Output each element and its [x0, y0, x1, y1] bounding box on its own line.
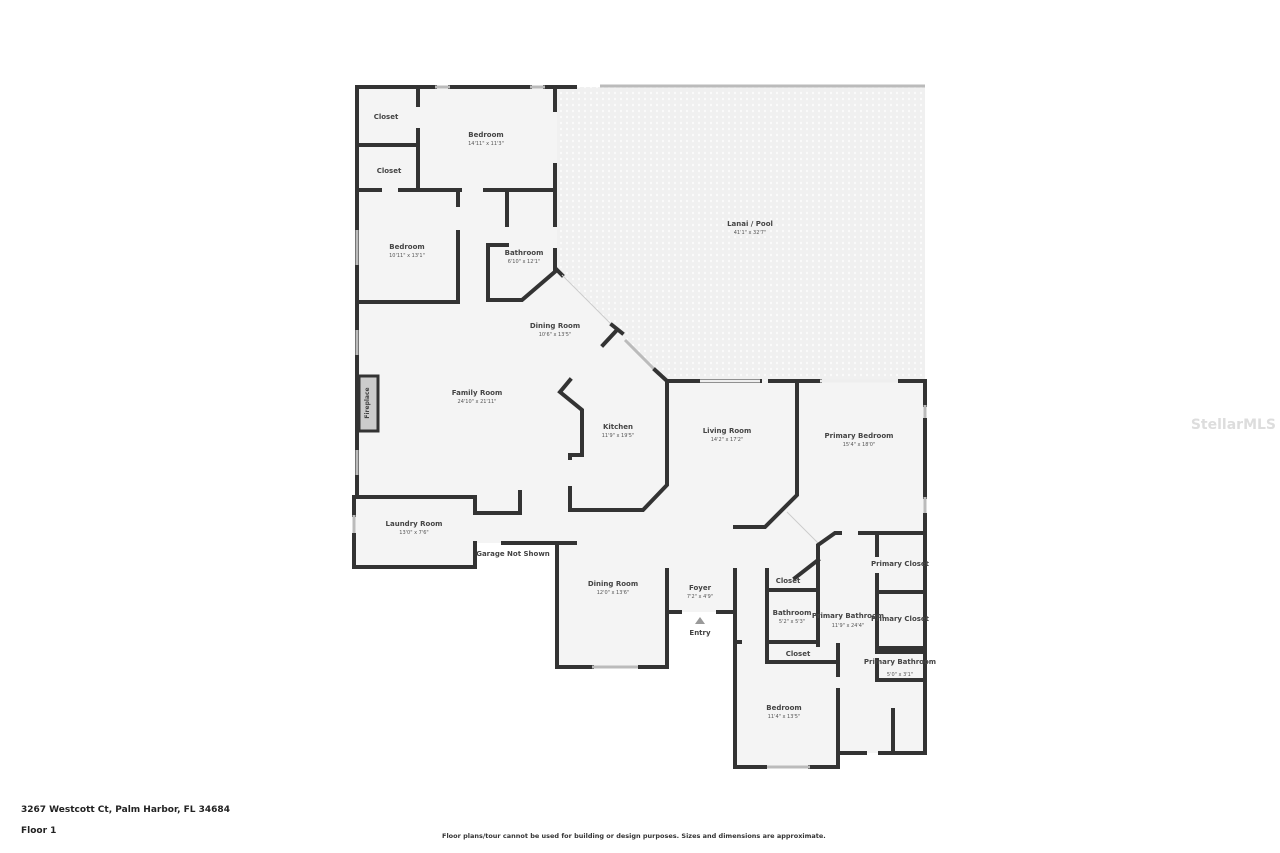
room-name: Bathroom	[505, 249, 544, 257]
fireplace-label: Fireplace	[364, 387, 371, 418]
room-name: Primary Bathroom	[812, 612, 884, 620]
interior-floor	[354, 87, 925, 767]
room-name: Closet	[786, 650, 811, 658]
watermark: StellarMLS	[1190, 417, 1276, 433]
room-dims: 13'0" x 7'6"	[399, 530, 428, 536]
room-dims: 6'10" x 12'1"	[508, 259, 541, 265]
disclaimer: Floor plans/tour cannot be used for buil…	[442, 832, 826, 840]
room-dims: 5'0" x 3'1"	[887, 672, 913, 678]
room-name: Laundry Room	[386, 520, 443, 528]
room-labels: Closet Closet Bedroom 14'11" x 11'3" Bed…	[364, 113, 936, 720]
room-name: Bathroom	[773, 609, 812, 617]
room-name: Dining Room	[530, 322, 580, 330]
room-name: Foyer	[689, 584, 712, 592]
walls	[352, 84, 927, 769]
room-name: Family Room	[452, 389, 503, 397]
room-name: Lanai / Pool	[727, 220, 773, 228]
room-name: Dining Room	[588, 580, 638, 588]
room-name: Primary Bathroom	[864, 658, 936, 666]
room-dims: 12'0" x 13'6"	[597, 590, 630, 596]
room-dims: 5'2" x 5'3"	[779, 619, 805, 625]
fireplace	[357, 374, 380, 433]
room-dims: 10'6" x 13'5"	[539, 332, 572, 338]
room-name: Kitchen	[603, 423, 633, 431]
room-name: Primary Closet	[871, 615, 930, 623]
room-name: Primary Closet	[871, 560, 930, 568]
room-name: Primary Bedroom	[825, 432, 894, 440]
room-dims: 11'9" x 19'5"	[602, 433, 635, 439]
garage-label: Garage Not Shown	[476, 550, 550, 558]
room-name: Bedroom	[389, 243, 424, 251]
room-dims: 10'11" x 13'1"	[389, 253, 425, 259]
room-name: Living Room	[703, 427, 752, 435]
entry-arrow-icon	[695, 617, 705, 624]
room-dims: 11'4" x 13'5"	[768, 714, 801, 720]
room-dims: 14'2" x 17'2"	[711, 437, 744, 443]
address: 3267 Westcott Ct, Palm Harbor, FL 34684	[21, 805, 230, 815]
room-dims: 15'4" x 18'0"	[843, 442, 876, 448]
room-name: Bedroom	[468, 131, 503, 139]
room-dims: 14'11" x 11'3"	[468, 141, 504, 147]
entry-label: Entry	[689, 629, 711, 637]
room-dims: 24'10" x 21'11"	[458, 399, 497, 405]
floor-label: Floor 1	[21, 826, 57, 836]
lanai-pool-area	[557, 87, 925, 381]
room-name: Closet	[374, 113, 399, 121]
room-dims: 7'2" x 4'9"	[687, 594, 713, 600]
room-name: Bedroom	[766, 704, 801, 712]
room-dims: 11'9" x 24'4"	[832, 623, 865, 629]
room-dims: 41'1" x 32'7"	[734, 230, 767, 236]
room-name: Closet	[377, 167, 402, 175]
room-name: Closet	[776, 577, 801, 585]
